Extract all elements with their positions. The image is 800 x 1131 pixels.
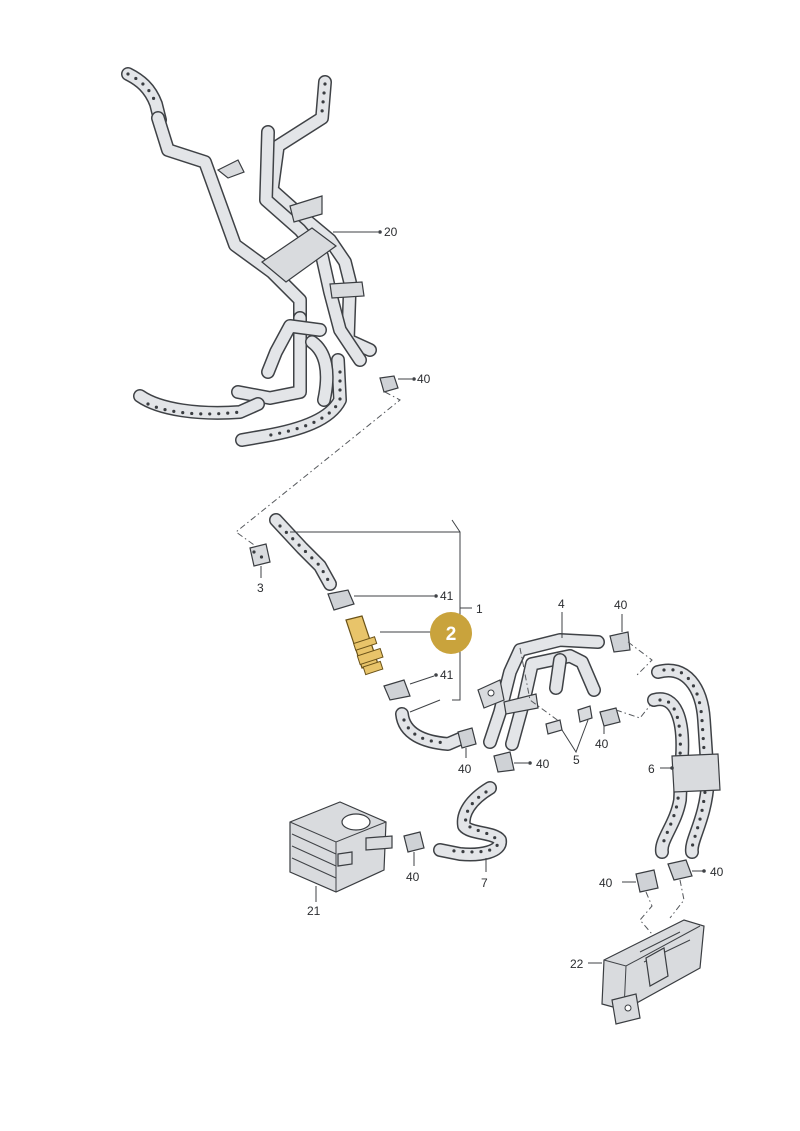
callout-6: 6 — [648, 762, 655, 776]
callout-2-badge — [430, 612, 472, 654]
callout-40-e: 40 — [599, 876, 613, 890]
callout-41-upper: 41 — [440, 589, 454, 603]
callout-40-f: 40 — [710, 865, 724, 879]
callout-4: 4 — [558, 597, 565, 611]
callout-41-lower: 41 — [440, 668, 454, 682]
part-20-coolant-pipe-assembly — [121, 67, 377, 447]
part-4-coolant-pipe — [477, 633, 605, 751]
part-2-coolant-connector-highlighted — [345, 615, 384, 676]
callout-40-g: 40 — [406, 870, 420, 884]
callout-1: 1 — [476, 602, 483, 616]
hose-clamp-41-upper — [327, 589, 355, 611]
part-21-oil-cooler — [289, 801, 393, 893]
part-22-control-module — [601, 919, 705, 1025]
callout-40-upper: 40 — [417, 372, 431, 386]
callout-40-c: 40 — [595, 737, 609, 751]
callout-20: 20 — [384, 225, 398, 239]
part-6-twin-hose — [647, 663, 721, 859]
hose-clamp-40-b — [609, 631, 631, 653]
callout-40-d: 40 — [536, 757, 550, 771]
hose-clamp-40-f — [667, 859, 693, 881]
part-1-hose-group — [269, 513, 337, 591]
part-7-hose — [433, 781, 507, 862]
hose-clamp-40-d — [493, 751, 515, 773]
hose-clamp-40-c — [599, 707, 621, 727]
part-1-lower-hose — [395, 707, 469, 751]
callout-21: 21 — [307, 904, 321, 918]
hose-clamp-41-lower — [383, 679, 411, 701]
callout-22: 22 — [570, 957, 584, 971]
callout-40-a: 40 — [458, 762, 472, 776]
part-3-connector — [249, 543, 271, 567]
callout-3: 3 — [257, 581, 264, 595]
hose-clamp-40-g — [403, 831, 425, 853]
callout-40-b: 40 — [614, 598, 628, 612]
hose-clamp-40-e — [635, 869, 659, 893]
hose-clamp-40-upper — [379, 375, 399, 393]
callout-7: 7 — [481, 876, 488, 890]
hose-clamp-40-a — [457, 727, 477, 749]
callout-2: 2 — [446, 624, 457, 645]
callout-5: 5 — [573, 753, 580, 767]
part-5-screws — [545, 705, 593, 735]
